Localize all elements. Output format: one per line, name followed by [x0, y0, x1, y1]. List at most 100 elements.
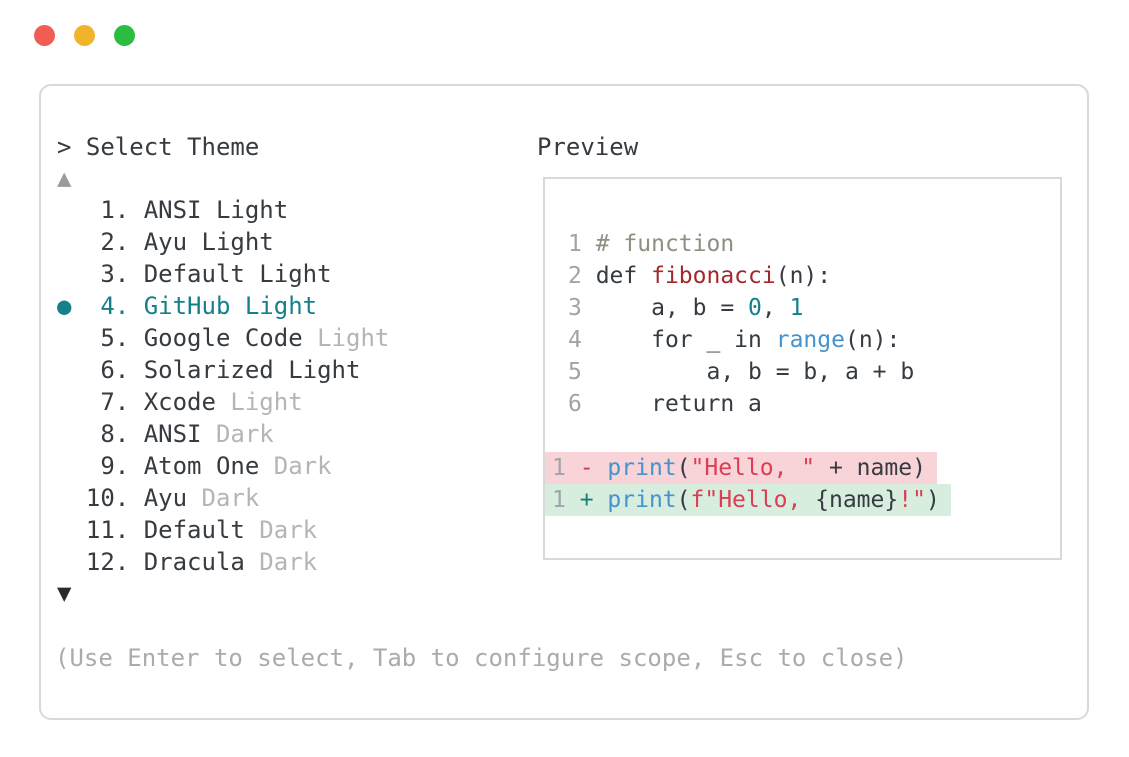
bullet-spacer — [57, 228, 86, 256]
diff-line-removed: 1 - print("Hello, " + name) — [545, 452, 937, 484]
keyboard-hint: (Use Enter to select, Tab to configure s… — [55, 644, 908, 672]
token-plain: (n): — [844, 327, 901, 353]
scroll-up-indicator[interactable]: ▲ — [57, 164, 72, 192]
theme-item-name: Google Code — [143, 324, 318, 352]
theme-item-variant: Light — [215, 196, 289, 224]
theme-item-name: Xcode — [143, 388, 231, 416]
token-plain: return a — [595, 391, 762, 417]
token-string: "Hello, " — [690, 455, 816, 481]
scroll-down-indicator[interactable]: ▼ — [57, 579, 72, 607]
token-plain: def — [595, 263, 652, 289]
minimize-button[interactable] — [74, 25, 95, 46]
code-line: 1 # function — [568, 228, 1060, 260]
bullet-spacer — [57, 452, 86, 480]
theme-item-name: Solarized — [143, 356, 289, 384]
theme-item-name: GitHub — [143, 292, 245, 320]
token-minus: - — [579, 455, 608, 481]
token-comment: # function — [595, 231, 735, 257]
theme-item-number: 6. — [85, 356, 144, 384]
code-line: 5 a, b = b, a + b — [568, 356, 1060, 388]
token-num: 1 — [789, 295, 804, 321]
token-blue: range — [775, 327, 845, 353]
theme-item-variant: Dark — [259, 516, 318, 544]
line-number: 1 — [552, 487, 580, 513]
theme-item-name: Default — [143, 260, 260, 288]
theme-item-variant: Light — [230, 388, 303, 416]
bullet-spacer — [57, 196, 86, 224]
theme-item-default-light[interactable]: 3. Default Light — [57, 258, 389, 290]
token-plus: + — [579, 487, 608, 513]
theme-item-variant: Dark — [201, 484, 260, 512]
bullet-spacer — [57, 484, 86, 512]
theme-item-solarized-light[interactable]: 6. Solarized Light — [57, 354, 389, 386]
theme-item-google-code-light[interactable]: 5. Google Code Light — [57, 322, 389, 354]
theme-item-name: Ayu — [143, 484, 202, 512]
token-plain: for _ in — [595, 327, 776, 353]
theme-item-number: 7. — [85, 388, 144, 416]
theme-list: 1. ANSI Light 2. Ayu Light 3. Default Li… — [57, 194, 389, 578]
line-number: 1 — [552, 455, 580, 481]
theme-item-ansi-light[interactable]: 1. ANSI Light — [57, 194, 389, 226]
theme-item-default-dark[interactable]: 11. Default Dark — [57, 514, 389, 546]
theme-item-ansi-dark[interactable]: 8. ANSI Dark — [57, 418, 389, 450]
line-number: 6 — [568, 391, 596, 417]
code-line: 4 for _ in range(n): — [568, 324, 1060, 356]
theme-picker-dialog: > Select Theme Preview ▲ 1. ANSI Light 2… — [39, 84, 1089, 720]
theme-item-variant: Dark — [215, 420, 274, 448]
token-plain: a, b = — [595, 295, 749, 321]
theme-item-number: 1. — [85, 196, 144, 224]
theme-item-name: Atom One — [143, 452, 274, 480]
token-plain: ( — [676, 455, 691, 481]
theme-item-variant: Light — [288, 356, 361, 384]
bullet-spacer — [57, 516, 86, 544]
theme-item-atom-one-dark[interactable]: 9. Atom One Dark — [57, 450, 389, 482]
theme-item-variant: Light — [259, 260, 332, 288]
theme-item-github-light[interactable]: ● 4. GitHub Light — [57, 290, 389, 322]
select-theme-prompt: > Select Theme — [57, 133, 260, 161]
token-blue: print — [607, 455, 677, 481]
theme-item-variant: Dark — [259, 548, 318, 576]
line-number: 2 — [568, 263, 596, 289]
code-line: 6 return a — [568, 388, 1060, 420]
bullet-spacer — [57, 260, 86, 288]
token-plain: ) — [925, 487, 940, 513]
theme-item-ayu-light[interactable]: 2. Ayu Light — [57, 226, 389, 258]
close-button[interactable] — [34, 25, 55, 46]
theme-item-variant: Light — [244, 292, 318, 320]
theme-item-ayu-dark[interactable]: 10. Ayu Dark — [57, 482, 389, 514]
theme-item-number: 9. — [85, 452, 144, 480]
theme-item-number: 2. — [85, 228, 144, 256]
token-plain: {name} — [815, 487, 899, 513]
theme-item-number: 10. — [85, 484, 144, 512]
line-number: 1 — [568, 231, 596, 257]
bullet-spacer — [57, 324, 86, 352]
code-line — [568, 420, 1060, 452]
bullet-spacer — [57, 356, 86, 384]
maximize-button[interactable] — [114, 25, 135, 46]
theme-item-number: 4. — [85, 292, 144, 320]
theme-item-dracula-dark[interactable]: 12. Dracula Dark — [57, 546, 389, 578]
theme-item-xcode-light[interactable]: 7. Xcode Light — [57, 386, 389, 418]
bullet-spacer — [57, 548, 86, 576]
theme-item-name: Default — [143, 516, 260, 544]
window-controls — [34, 25, 135, 46]
token-func: fibonacci — [651, 263, 776, 289]
line-number: 5 — [568, 359, 596, 385]
theme-item-variant: Light — [201, 228, 274, 256]
bullet-spacer — [57, 388, 86, 416]
preview-title: Preview — [537, 133, 639, 161]
token-plain: , — [761, 295, 790, 321]
theme-item-number: 5. — [85, 324, 144, 352]
bullet-spacer — [57, 420, 86, 448]
code-line: 3 a, b = 0, 1 — [568, 292, 1060, 324]
theme-item-variant: Light — [317, 324, 390, 352]
token-plain: a, b = b, a + b — [595, 359, 915, 385]
theme-item-name: ANSI — [143, 196, 216, 224]
token-blue: print — [607, 487, 677, 513]
theme-item-name: ANSI — [143, 420, 216, 448]
token-plain: ( — [676, 487, 691, 513]
code-line: 2 def fibonacci(n): — [568, 260, 1060, 292]
theme-item-number: 11. — [85, 516, 144, 544]
